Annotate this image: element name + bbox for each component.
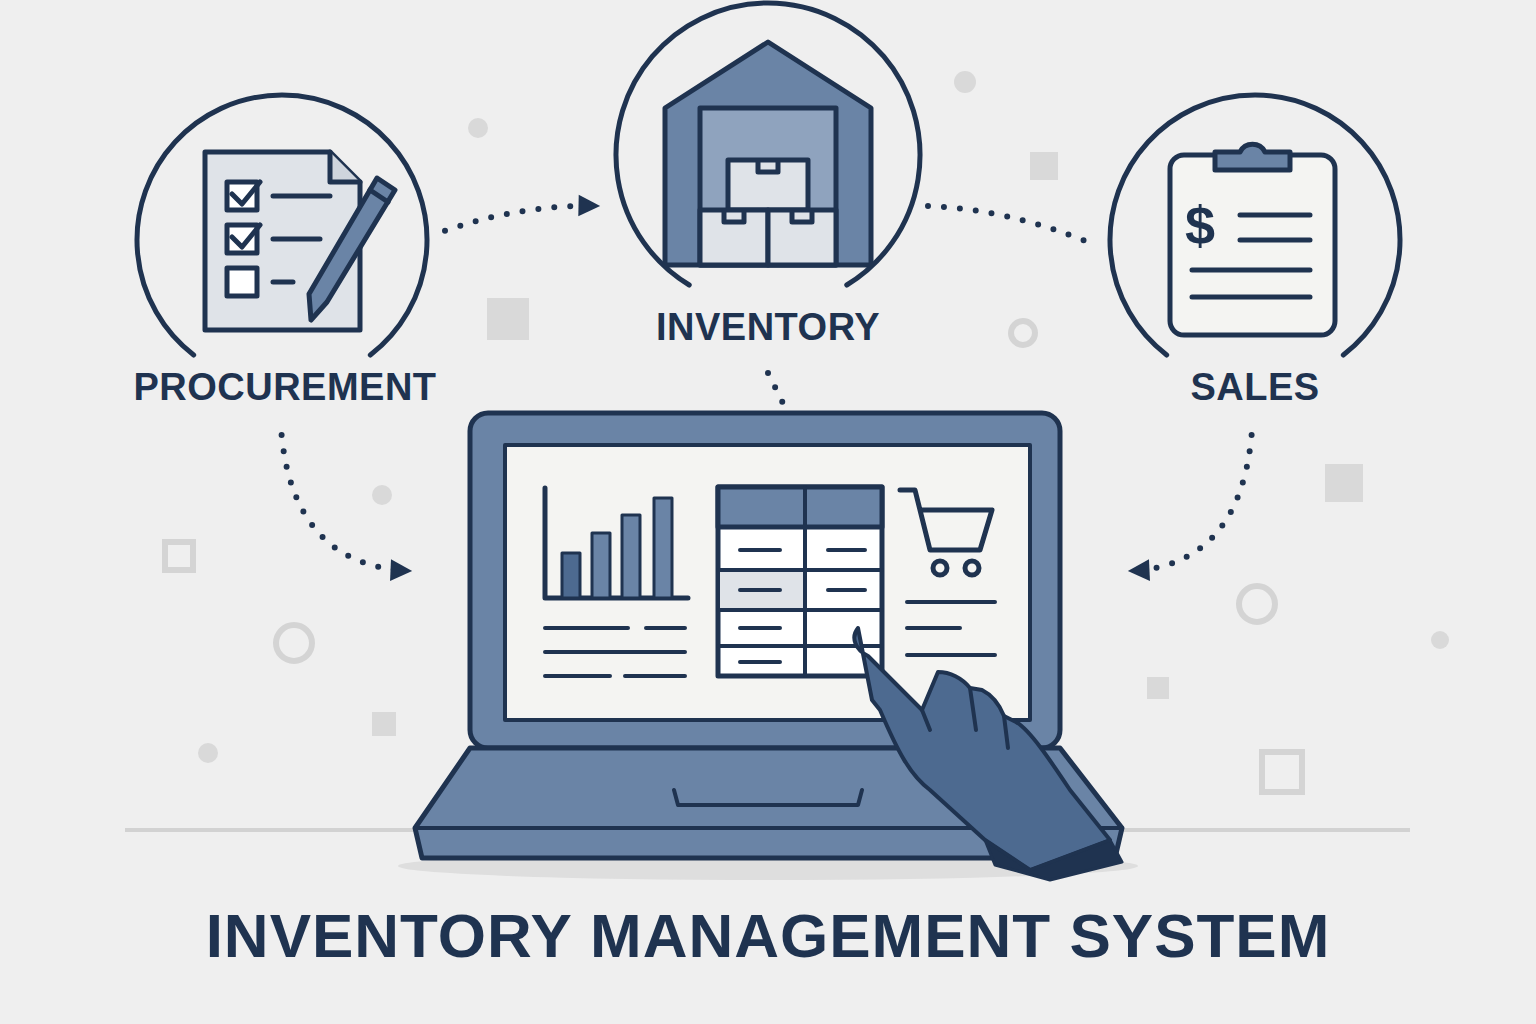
drawing-part: [622, 515, 640, 598]
currency-symbol: $: [1185, 198, 1215, 252]
drawing-part: [370, 190, 388, 202]
drawing-part: [724, 160, 812, 222]
drawing-part: [165, 542, 193, 570]
circle-outline: [616, 3, 920, 285]
node-shape: [598, 0, 938, 355]
drawing-part: [654, 498, 672, 598]
dotted-connector: [1130, 435, 1252, 571]
drawing-part: [1215, 144, 1290, 170]
dotted-connector: [928, 206, 1085, 241]
dotted-connector: [445, 206, 598, 231]
procurement-circle: PROCUREMENT: [115, 90, 455, 425]
circle-outline: [137, 95, 427, 355]
drawing-part: [562, 553, 580, 598]
drawing-part: [545, 488, 688, 598]
drawing-part: [965, 561, 979, 575]
drawing-part: [1325, 464, 1363, 502]
warehouse-icon: [665, 42, 871, 265]
drawing-part: [907, 602, 995, 655]
drawing-part: [232, 182, 260, 247]
drawing-part: [227, 268, 257, 296]
drawing-part: [665, 42, 871, 265]
drawing-part: [728, 160, 808, 210]
scatter-dots: [198, 71, 1449, 763]
drawing-part: [1011, 321, 1035, 345]
drawing-part: [768, 210, 836, 265]
drawing-part: [922, 688, 1008, 748]
drawing-part: [470, 413, 1060, 748]
node-label: INVENTORY: [593, 305, 943, 349]
diagram-title: INVENTORY MANAGEMENT SYSTEM: [0, 900, 1536, 972]
drawing-part: [372, 485, 392, 505]
drawing-part: [1030, 152, 1058, 180]
drawing-part: [487, 298, 529, 340]
drawing-part: [1147, 677, 1169, 699]
clipboard-icon: [1170, 144, 1335, 335]
drawing-part: [985, 840, 1122, 880]
drawing-part: [330, 152, 360, 182]
dotted-connector: [282, 435, 410, 571]
drawing-part: [674, 790, 862, 805]
node-label: SALES: [1080, 365, 1430, 409]
drawing-part: [1431, 631, 1449, 649]
drawing-part: [718, 487, 882, 527]
drawing-part: [309, 178, 395, 320]
circle-outline: [1110, 95, 1400, 355]
sales-circle: SALES$: [1085, 90, 1425, 425]
drawing-part: [1170, 155, 1335, 335]
dotted-connector: [768, 373, 784, 406]
node-shape: [410, 410, 1130, 870]
drawing-part: [954, 71, 976, 93]
drawing-part: [700, 210, 768, 265]
node-label: PROCUREMENT: [110, 365, 460, 409]
drawing-part: [900, 490, 992, 550]
drawing-part: [1262, 752, 1302, 792]
drawing-part: [740, 550, 865, 662]
drawing-part: [1239, 586, 1275, 622]
drawing-part: [592, 533, 610, 598]
inventory-circle: INVENTORY: [598, 0, 938, 355]
drawing-part: [854, 628, 1110, 870]
drawing-part: [545, 628, 685, 676]
drawing-part: [205, 152, 360, 330]
drawing-part: [700, 108, 836, 265]
laptop-drawing: [415, 413, 1122, 880]
laptop-node: [410, 410, 1130, 870]
drawing-part: [198, 743, 218, 763]
checklist-icon: [205, 152, 395, 330]
drawing-part: [933, 561, 947, 575]
drawing-part: [372, 712, 396, 736]
drawing-part: [276, 625, 312, 661]
drawing-part: [468, 118, 488, 138]
